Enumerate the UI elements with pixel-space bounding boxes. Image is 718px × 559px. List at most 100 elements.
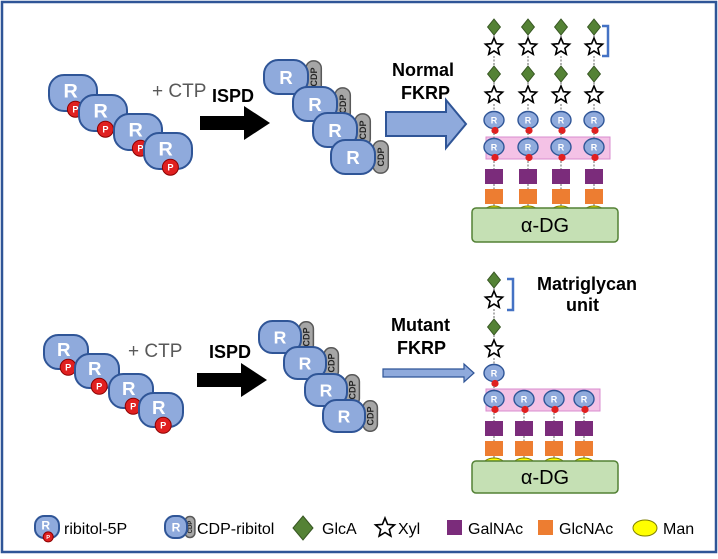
ribitol-small: R: [550, 110, 572, 135]
legend-galnac-icon: [447, 520, 462, 535]
normal-label: Normal: [392, 60, 454, 80]
xyl-star-icon: [550, 83, 572, 105]
ribitol-letter: R: [525, 143, 532, 153]
cdp-letter: CDP: [301, 327, 311, 346]
phosphate-letter: P: [160, 421, 166, 431]
phosphate-icon: [161, 158, 179, 176]
ribitol-letter: R: [558, 116, 565, 126]
phosphate-dot: [491, 379, 499, 388]
legend-ribitol-5p-label: ribitol-5P: [64, 521, 127, 538]
alpha-dg-label-bottom: α-DG: [521, 467, 569, 489]
ribitol-letter: R: [525, 116, 532, 126]
ribitol-letter: R: [299, 353, 312, 373]
legend-glca-label: GlcA: [322, 521, 357, 538]
galnac-square-icon: [585, 169, 603, 184]
ribitol-letter: R: [328, 120, 342, 141]
phosphate-icon: [154, 416, 172, 434]
glcnac-square-icon: [515, 441, 533, 456]
ribitol-small: R: [483, 137, 505, 162]
xyl-star-icon: [517, 83, 539, 105]
galnac-square-icon: [519, 169, 537, 184]
xyl-star-icon: [583, 35, 605, 57]
ribitol-letter: R: [581, 395, 588, 405]
ispd-arrow-bottom: [197, 363, 267, 397]
cdp-letter: CDP: [365, 406, 375, 425]
ribitol-letter: R: [41, 519, 50, 533]
cdp-letter: CDP: [358, 120, 368, 139]
galnac-square-icon: [485, 421, 503, 436]
xyl-star-icon: [483, 83, 505, 105]
ribitol-letter: R: [346, 147, 360, 168]
ribitol-letter: R: [122, 378, 136, 399]
legend-ribitol-5p-icon: RP: [34, 515, 60, 543]
ctp-label-bottom: + CTP: [128, 341, 182, 362]
glcnac-square-icon: [552, 189, 570, 204]
ribitol-body: [330, 139, 376, 175]
fkrp-label-bottom: FKRP: [397, 338, 446, 358]
phosphate-dot: [491, 126, 499, 135]
legend-galnac-label: GalNAc: [468, 521, 523, 538]
phosphate-letter: P: [137, 143, 143, 153]
phosphate-letter: P: [130, 402, 136, 412]
ribitol-small: R: [483, 110, 505, 135]
mutant-fkrp-arrow: [382, 362, 475, 384]
galnac-square-icon: [575, 421, 593, 436]
ribitol-body: [164, 515, 188, 539]
phosphate-dot: [551, 405, 559, 414]
glcnac-square-icon: [485, 189, 503, 204]
normal-fkrp-arrow: [385, 97, 468, 151]
xyl-star-icon: [483, 35, 505, 57]
ribitol-small: R: [573, 389, 595, 414]
galnac-square-icon: [515, 421, 533, 436]
phosphate-dot: [591, 126, 599, 135]
ribitol-small: R: [543, 389, 565, 414]
ribitol-letter: R: [320, 380, 333, 400]
phosphate-letter: P: [96, 382, 102, 392]
ribitol-small: R: [550, 137, 572, 162]
ribitol-letter: R: [591, 116, 598, 126]
ribitol-body: [322, 399, 366, 433]
cdp-letter: CDP: [347, 380, 357, 399]
ribitol-letter: R: [279, 67, 293, 88]
ribitol-5p-2: RP: [74, 353, 120, 395]
ctp-label-top: + CTP: [152, 81, 206, 102]
ribitol-letter: R: [172, 520, 181, 534]
phosphate-letter: P: [65, 363, 71, 373]
phosphate-dot: [525, 153, 533, 162]
fkrp-label-top: FKRP: [401, 83, 450, 103]
phosphate-letter: P: [72, 104, 78, 114]
matriglycan-label: Matriglycan: [537, 274, 637, 294]
ribitol-letter: R: [128, 119, 142, 141]
legend-xyl-star: [373, 515, 397, 538]
xyl-star-icon: [517, 35, 539, 57]
ispd-label-bottom: ISPD: [209, 342, 251, 362]
alpha-dg-box-bottom: [471, 460, 619, 494]
legend-man-icon: [632, 519, 658, 537]
ribitol-letter: R: [491, 395, 498, 405]
ribitol-5p-1: RP: [43, 334, 89, 376]
alpha-dg-label-top: α-DG: [521, 215, 569, 237]
ribitol-letter: R: [93, 100, 107, 122]
ribitol-body: [283, 346, 327, 380]
phosphate-letter: P: [102, 124, 108, 134]
ribitol-letter: R: [158, 138, 172, 160]
galnac-square-icon: [485, 169, 503, 184]
mutant-label: Mutant: [391, 315, 450, 335]
legend-xyl-label: Xyl: [398, 521, 420, 538]
ribitol-letter: R: [338, 406, 351, 426]
matriglycan-unit-label: unit: [566, 295, 599, 315]
legend-glcnac-icon: [538, 520, 553, 535]
legend-glca-icon: [292, 515, 314, 541]
phosphate-icon: [42, 531, 54, 543]
legend-glcnac-label: GlcNAc: [559, 521, 613, 538]
xyl-star-icon: [550, 35, 572, 57]
